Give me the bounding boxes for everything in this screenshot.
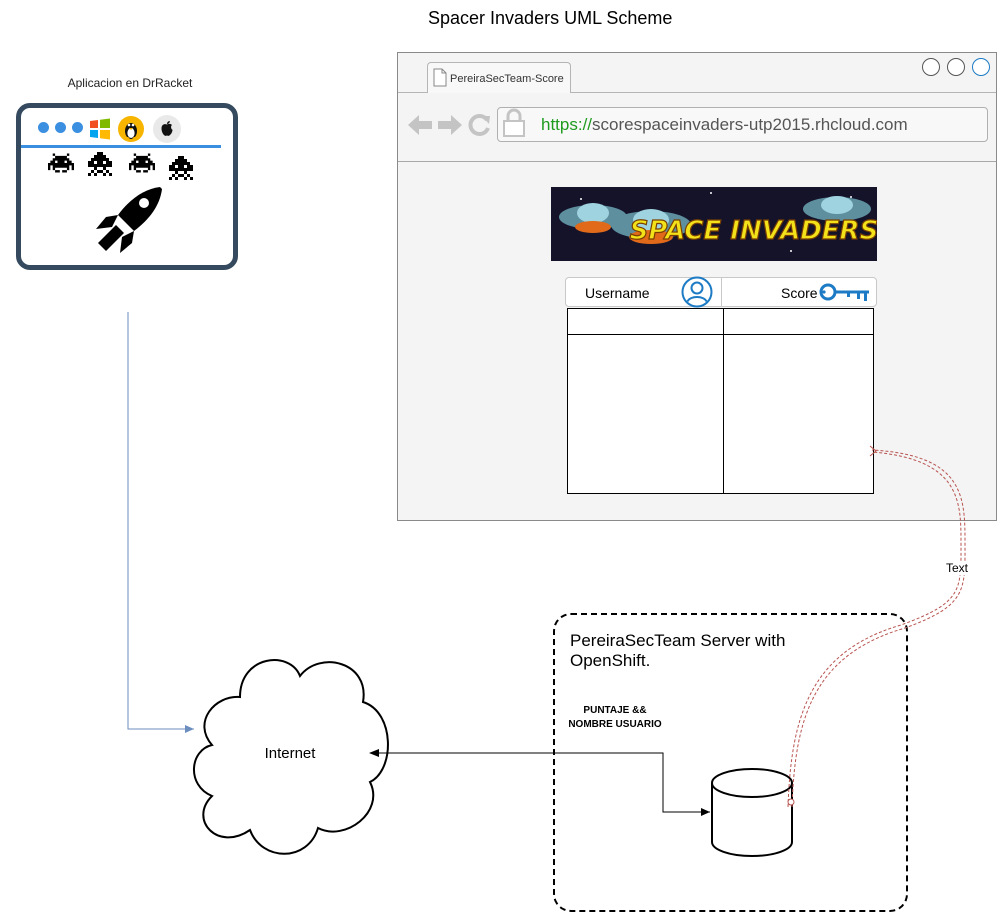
internet-cloud — [193, 659, 389, 855]
space-invader-icon — [169, 156, 193, 180]
db-to-table-link-shadow — [787, 451, 962, 808]
server-title: PereiraSecTeam Server with OpenShift. — [570, 631, 786, 670]
url-host: scorespaceinvaders-utp2015.rhcloud.com — [592, 115, 908, 134]
edge-label-score-username: PUNTAJE && NOMBRE USUARIO — [568, 705, 662, 730]
address-bar[interactable] — [497, 107, 988, 142]
link-label-text: Text — [944, 561, 971, 575]
dot-icon — [55, 122, 66, 133]
browser-tab[interactable] — [427, 62, 571, 93]
server-container — [553, 613, 908, 912]
column-header-score: Score — [781, 285, 818, 301]
url-text: https://scorespaceinvaders-utp2015.rhclo… — [541, 115, 908, 135]
ufo-icon — [611, 209, 691, 244]
dot-icon — [72, 122, 83, 133]
space-invaders-banner: SPACE INVADERS — [551, 187, 877, 261]
space-invader-icon — [129, 153, 155, 173]
user-icon — [681, 276, 713, 308]
tab-label: PereiraSecTeam-Score — [450, 73, 564, 85]
score-table — [567, 308, 874, 494]
db-to-table-link — [791, 449, 966, 808]
app-label: Aplicacion en DrRacket — [67, 76, 193, 90]
tab-baseline — [398, 92, 996, 93]
rocket-icon — [96, 187, 162, 253]
reload-icon[interactable] — [467, 113, 491, 137]
column-header-username: Username — [585, 285, 650, 301]
ufo-icon — [559, 203, 627, 233]
internet-db-arrowhead — [369, 749, 379, 757]
page-icon — [433, 68, 447, 87]
app-toolbar — [16, 103, 238, 163]
banner-art: SPACE INVADERS — [551, 187, 877, 261]
diagram-title: Spacer Invaders UML Scheme — [428, 8, 673, 28]
url-scheme: https:// — [541, 115, 593, 134]
apple-icon — [153, 115, 181, 143]
minimize-button[interactable] — [922, 58, 940, 76]
lock-icon — [503, 108, 525, 137]
link-end-marker — [869, 445, 877, 457]
banner-text: SPACE INVADERS — [630, 216, 877, 246]
app-divider — [21, 145, 221, 148]
space-invader-icon — [88, 152, 112, 176]
close-button[interactable] — [972, 58, 990, 76]
dot-icon — [38, 122, 49, 133]
space-invader-icon — [48, 153, 74, 173]
table-column-divider — [723, 308, 724, 494]
maximize-button[interactable] — [947, 58, 965, 76]
forward-arrow-icon[interactable] — [437, 113, 463, 137]
database-icon — [711, 768, 793, 857]
back-arrow-icon[interactable] — [407, 113, 433, 137]
app-to-internet-connector — [127, 312, 194, 733]
table-row-divider — [567, 334, 874, 335]
windows-icon — [90, 118, 110, 140]
internet-db-connector — [370, 752, 710, 816]
link-start-marker — [787, 798, 795, 806]
key-icon — [819, 283, 869, 301]
ufo-icon — [803, 196, 871, 221]
linux-icon — [118, 116, 144, 142]
header-divider — [721, 278, 722, 306]
internet-label: Internet — [264, 745, 316, 762]
